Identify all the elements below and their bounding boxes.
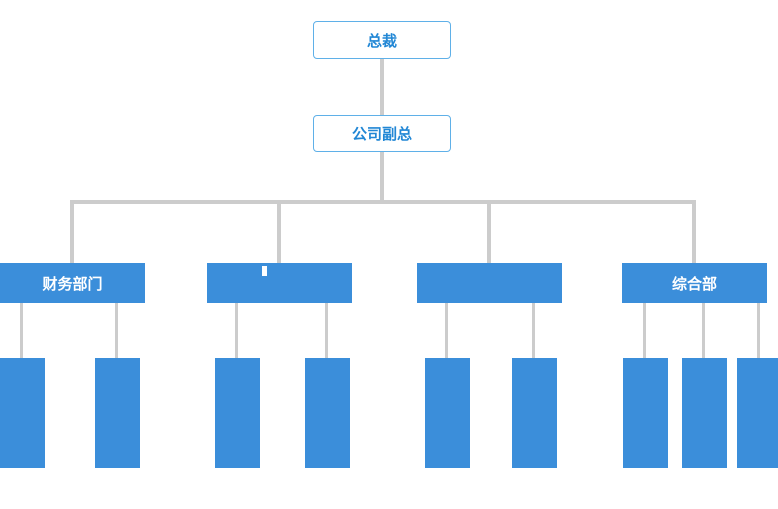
connector-dept4-leaf2 [702,303,705,358]
connector-dept3-stub [487,200,491,263]
connector-dept2-stub [277,200,281,263]
leaf-node-4-2[interactable] [682,358,727,468]
connector-dept2-leaf2 [325,303,328,358]
connector-dept2-leaf1 [235,303,238,358]
leaf-node-2-2[interactable] [305,358,350,468]
connector-root-deputy [380,59,384,116]
leaf-node-1-2[interactable] [95,358,140,468]
leaf-node-3-2[interactable] [512,358,557,468]
connector-horizontal-bar [70,200,696,204]
leaf-node-3-1[interactable] [425,358,470,468]
connector-dept4-stub [692,200,696,263]
dept-node-2[interactable] [207,263,352,303]
connector-dept3-leaf1 [445,303,448,358]
dept-node-4[interactable]: 综合部 [622,263,767,303]
connector-dept1-stub [70,200,74,263]
leaf-node-2-1[interactable] [215,358,260,468]
connector-deputy-trunk [380,152,384,202]
connector-dept1-leaf2 [115,303,118,358]
leaf-node-4-1[interactable] [623,358,668,468]
connector-dept3-leaf2 [532,303,535,358]
partial-text-fragment [262,266,267,276]
ceo-label: 总裁 [366,32,397,50]
dept-node-3[interactable] [417,263,562,303]
connector-dept1-leaf1 [20,303,23,358]
ceo-node[interactable]: 总裁 [313,21,451,59]
deputy-label: 公司副总 [351,126,412,143]
connector-dept4-leaf3 [757,303,760,358]
dept-label-4: 综合部 [671,275,717,293]
dept-node-1[interactable]: 财务部门 [0,263,145,303]
leaf-node-4-3[interactable] [737,358,778,468]
deputy-node[interactable]: 公司副总 [313,115,451,152]
leaf-node-1-1[interactable] [0,358,45,468]
connector-dept4-leaf1 [643,303,646,358]
dept-label-1: 财务部门 [42,275,103,293]
